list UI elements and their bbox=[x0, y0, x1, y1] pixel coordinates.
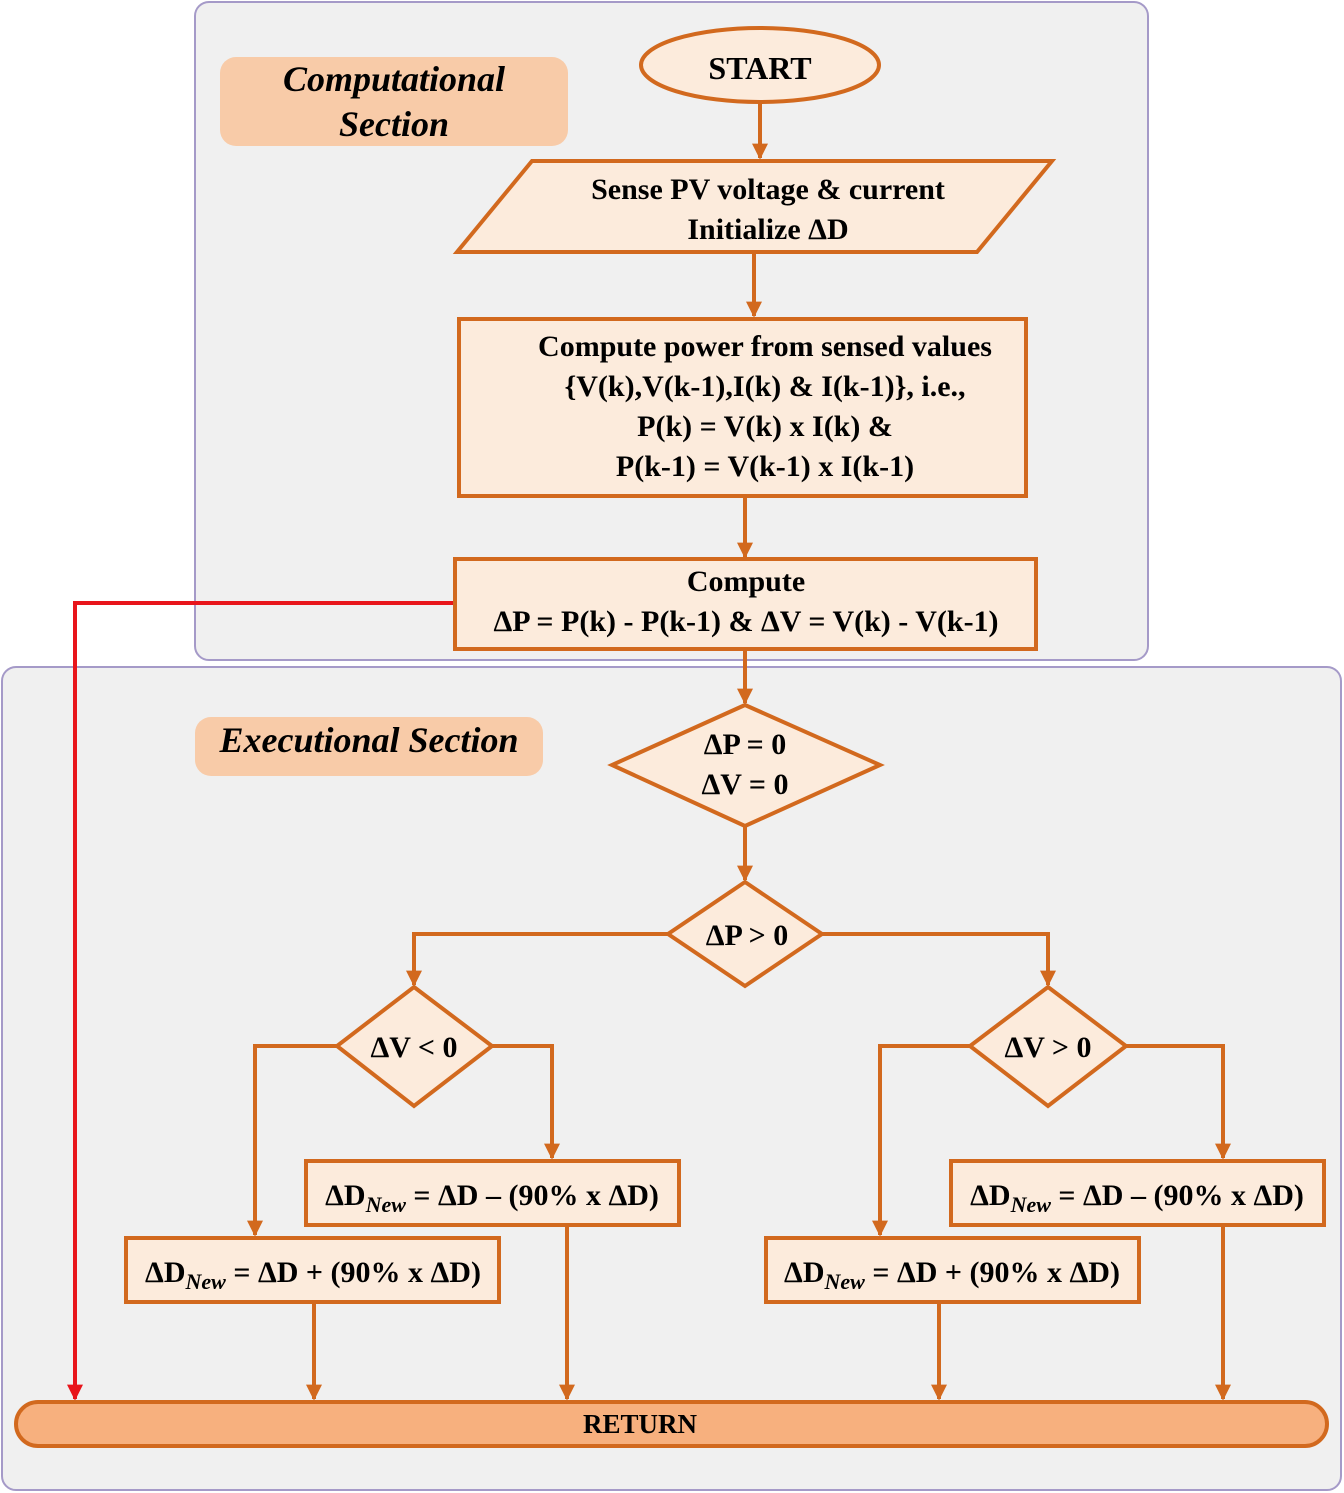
compute-power-line3: P(k) = V(k) x I(k) & bbox=[637, 410, 893, 443]
decision-zero-line2: ΔV = 0 bbox=[701, 768, 788, 801]
decision-dv-pos-node bbox=[966, 984, 1130, 1109]
update-minus-left-label: ΔDNew = ΔD – (90% x ΔD) bbox=[325, 1179, 659, 1217]
update-plus-left-subscript: New bbox=[185, 1269, 227, 1294]
arrow-dv-pos-right bbox=[1125, 1044, 1231, 1160]
update-plus-left-prefix: ΔD bbox=[145, 1256, 185, 1289]
decision-zero-node bbox=[607, 702, 885, 829]
arrow-dp-to-dv-neg bbox=[406, 932, 670, 987]
compute-delta-line1: Compute bbox=[687, 565, 805, 598]
executional-section-label-box bbox=[195, 717, 543, 776]
executional-section-label: Executional Section bbox=[218, 720, 518, 760]
update-minus-left-suffix: = ΔD – (90% x ΔD) bbox=[406, 1179, 659, 1212]
return-node bbox=[14, 1400, 1329, 1448]
decision-dp-label: ΔP > 0 bbox=[706, 919, 789, 952]
return-label: RETURN bbox=[583, 1409, 698, 1439]
update-plus-right-node bbox=[764, 1236, 1141, 1304]
start-label: START bbox=[708, 50, 811, 86]
compute-delta-line2: ΔP = P(k) - P(k-1) & ΔV = V(k) - V(k-1) bbox=[493, 605, 998, 638]
update-minus-right-prefix: ΔD bbox=[970, 1179, 1010, 1212]
sense-label-line2: Initialize ΔD bbox=[687, 213, 848, 246]
computational-section-label-box bbox=[220, 57, 568, 146]
update-minus-left-subscript: New bbox=[365, 1192, 407, 1217]
sense-label-line1: Sense PV voltage & current bbox=[591, 173, 945, 206]
bypass-arrow-to-return bbox=[67, 601, 455, 1401]
decision-dp-node bbox=[664, 879, 826, 989]
compute-power-line2: {V(k),V(k-1),I(k) & I(k-1)}, i.e., bbox=[564, 370, 965, 403]
compute-delta-node bbox=[453, 557, 1038, 651]
arrow-dv-pos-left bbox=[872, 1044, 970, 1237]
decision-dv-pos-label: ΔV > 0 bbox=[1004, 1031, 1091, 1064]
decision-zero-line1: ΔP = 0 bbox=[704, 728, 787, 761]
update-minus-right-label: ΔDNew = ΔD – (90% x ΔD) bbox=[970, 1179, 1304, 1217]
arrow-dv-neg-right bbox=[492, 1044, 560, 1160]
computational-section-label-line2: Section bbox=[339, 104, 449, 144]
arrow-dv-neg-left bbox=[247, 1044, 337, 1237]
computational-section-label-line1: Computational bbox=[283, 59, 505, 99]
update-plus-left-suffix: = ΔD + (90% x ΔD) bbox=[226, 1256, 481, 1289]
compute-power-node bbox=[457, 317, 1028, 498]
connectors bbox=[247, 102, 1231, 1401]
update-plus-left-label: ΔDNew = ΔD + (90% x ΔD) bbox=[145, 1256, 481, 1294]
update-minus-right-node bbox=[949, 1159, 1326, 1227]
update-plus-right-suffix: = ΔD + (90% x ΔD) bbox=[865, 1256, 1120, 1289]
compute-power-line1: Compute power from sensed values bbox=[538, 330, 992, 363]
update-minus-right-subscript: New bbox=[1010, 1192, 1052, 1217]
update-minus-left-prefix: ΔD bbox=[325, 1179, 365, 1212]
decision-dv-neg-label: ΔV < 0 bbox=[370, 1031, 457, 1064]
sense-input-node bbox=[452, 159, 1057, 254]
start-node bbox=[639, 26, 881, 104]
update-minus-right-suffix: = ΔD – (90% x ΔD) bbox=[1051, 1179, 1304, 1212]
update-minus-left-node bbox=[304, 1159, 681, 1227]
update-plus-left-node bbox=[124, 1236, 501, 1304]
decision-dv-neg-node bbox=[333, 984, 496, 1109]
update-plus-right-label: ΔDNew = ΔD + (90% x ΔD) bbox=[784, 1256, 1120, 1294]
arrow-dp-to-dv-pos bbox=[820, 932, 1056, 987]
update-plus-right-prefix: ΔD bbox=[784, 1256, 824, 1289]
update-plus-right-subscript: New bbox=[824, 1269, 866, 1294]
compute-power-line4: P(k-1) = V(k-1) x I(k-1) bbox=[616, 450, 914, 483]
